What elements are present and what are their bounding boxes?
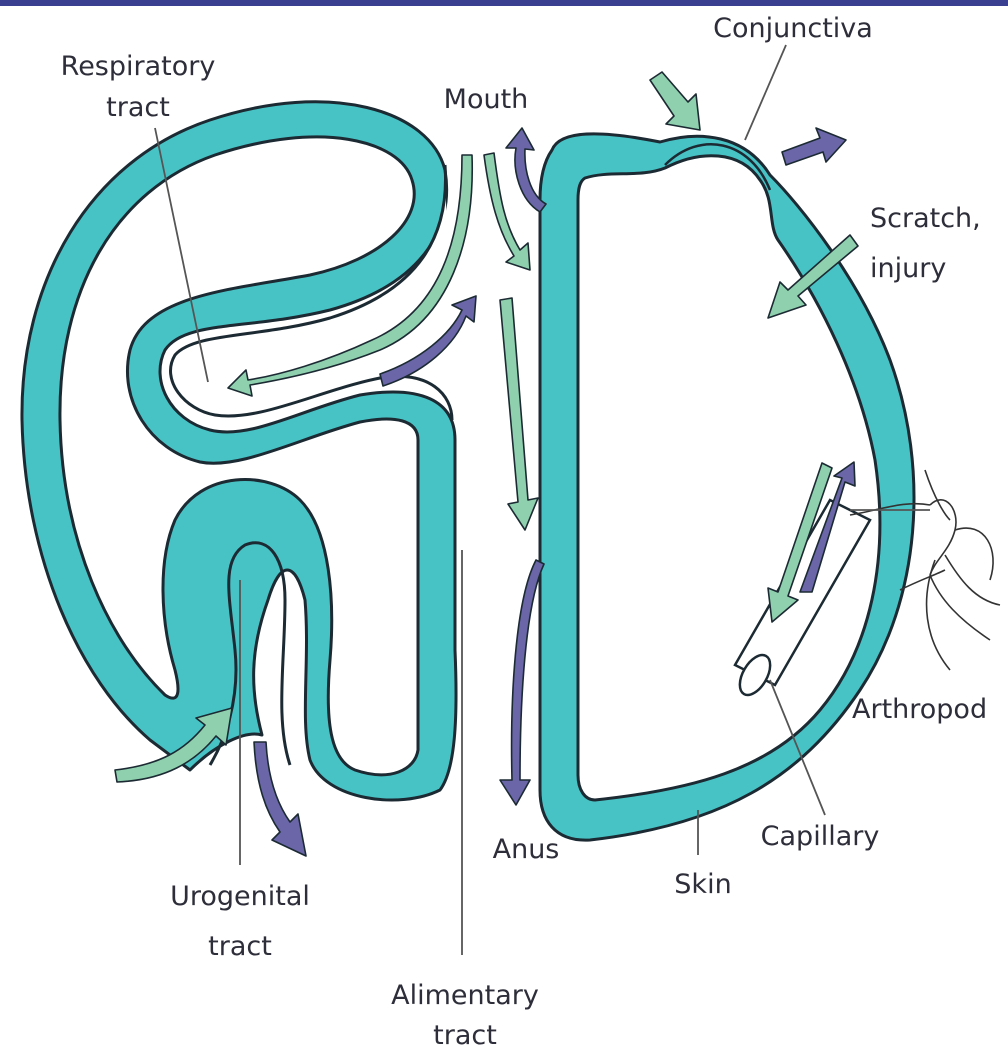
label-conjunctiva: Conjunctiva [713,13,873,44]
label-scratch-2: injury [870,253,946,284]
label-respiratory-2: tract [106,92,170,123]
label-arthropod: Arthropod [852,694,987,725]
entry-arrow-alimentary [500,298,538,530]
top-bar [0,0,1008,6]
leader-conjunctiva [745,45,786,140]
label-mouth: Mouth [444,84,529,115]
label-alimentary-1: Alimentary [391,980,539,1011]
exit-arrow-mouth [506,128,546,212]
label-skin: Skin [674,869,731,900]
exit-arrow-conjunctiva [782,128,846,165]
exit-arrow-urogenital [254,742,306,856]
label-respiratory-1: Respiratory [61,51,216,82]
label-alimentary-2: tract [433,1020,497,1051]
right-body-surface [540,134,914,840]
label-capillary: Capillary [761,821,880,852]
entry-arrow-conjunctiva [650,72,700,130]
label-anus: Anus [493,834,560,865]
label-urogenital-2: tract [208,931,272,962]
exit-arrow-anus [500,560,544,805]
label-urogenital-1: Urogenital [170,881,310,912]
label-scratch-1: Scratch, [870,203,981,234]
left-body-surface [22,102,456,800]
